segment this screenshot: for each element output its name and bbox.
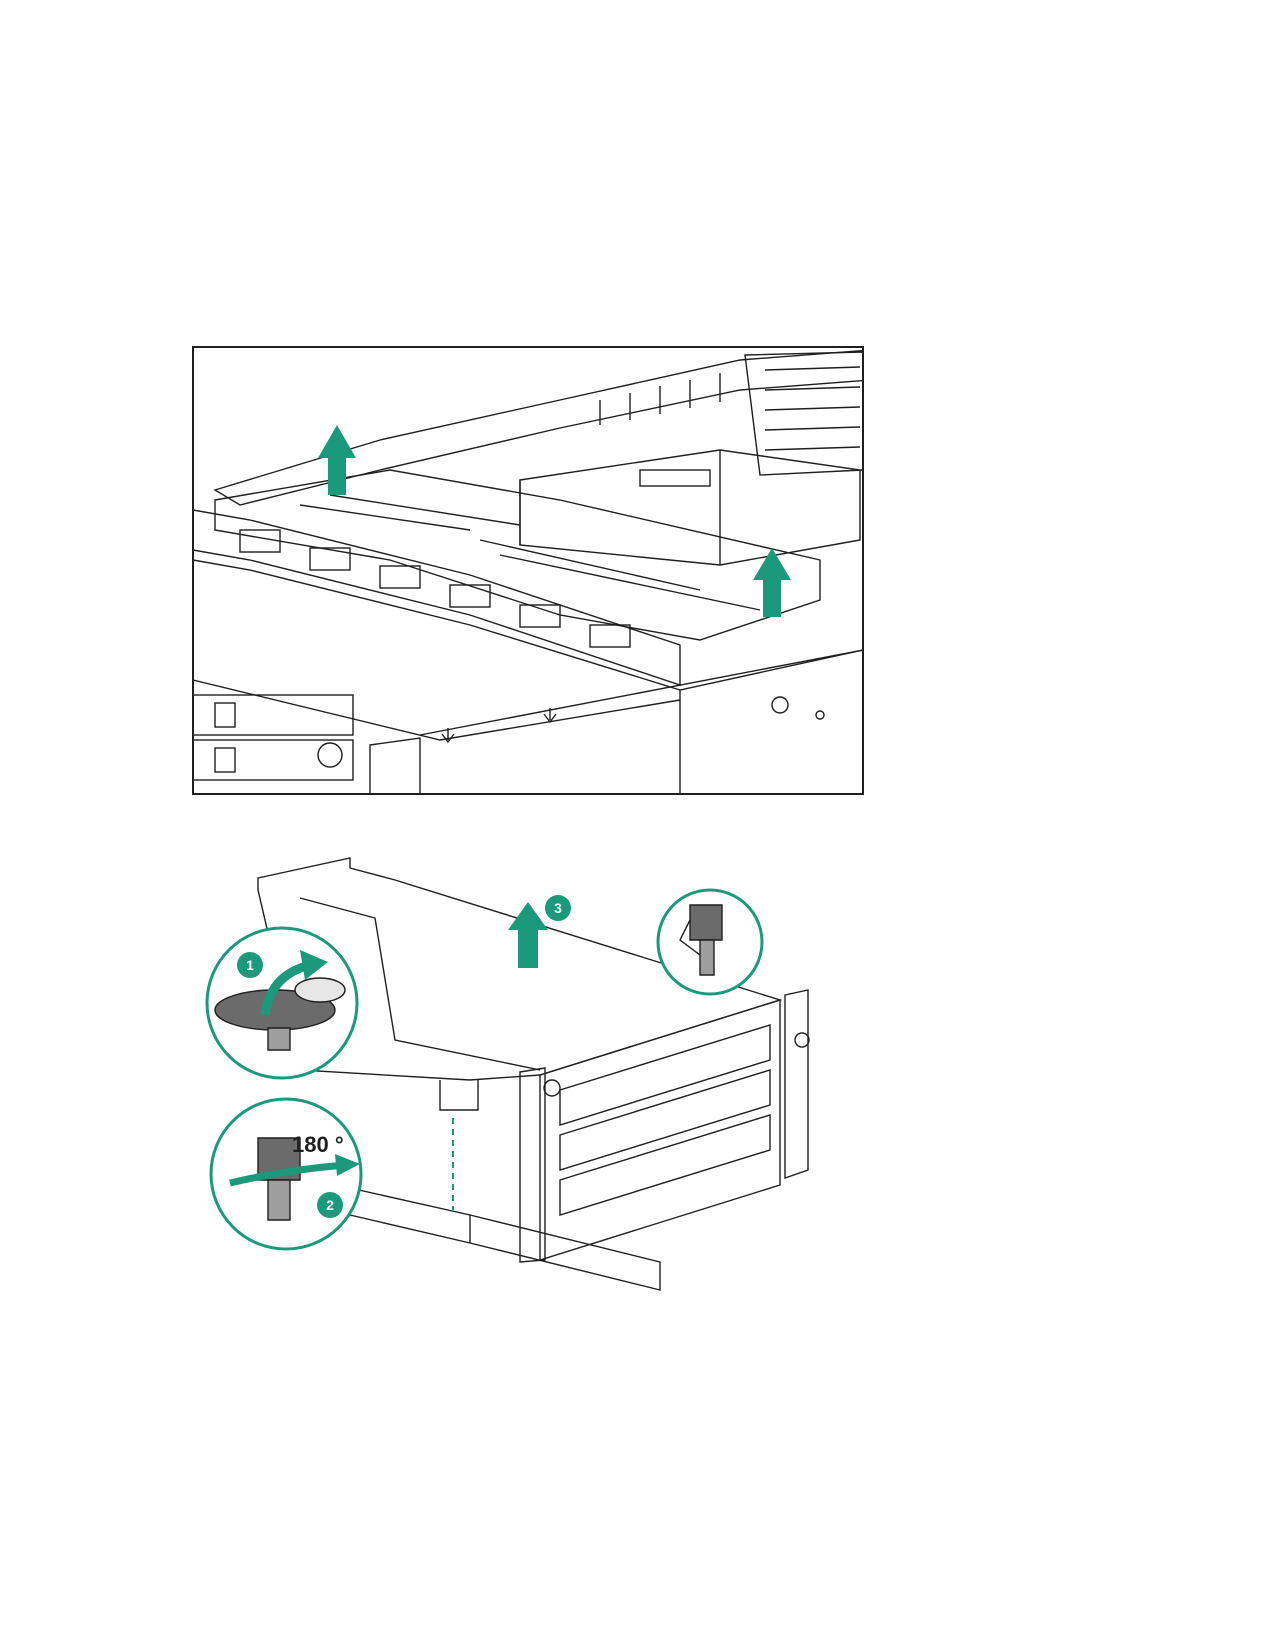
- callout-3: 3: [545, 895, 571, 921]
- chassis-ear: [369, 737, 421, 794]
- lift-arrow-icon: [508, 902, 548, 968]
- turn-arrow-icon: [229, 1154, 360, 1187]
- callout-1: 1: [237, 952, 263, 978]
- thumbscrew-detail-1: 1: [205, 926, 359, 1080]
- lift-arrow-icon: [318, 425, 356, 495]
- rotation-angle-label: 180 °: [292, 1132, 344, 1157]
- rotate-arrow-icon: [260, 950, 328, 1016]
- callout-3-label: 3: [554, 900, 562, 916]
- thumbscrew-detail-top: [656, 888, 764, 996]
- down-arrow-icon: [543, 708, 557, 724]
- lift-arrow-icon: [753, 548, 791, 617]
- chassis-floor: [193, 559, 863, 794]
- thumbscrew-detail-2: 180 ° 2: [209, 1097, 363, 1251]
- riser-front-panel: [539, 999, 781, 1261]
- front-drive-bays: [193, 694, 354, 781]
- callout-2: 2: [317, 1192, 343, 1218]
- callout-1-label: 1: [246, 957, 254, 973]
- down-arrow-icon: [441, 728, 455, 744]
- expansion-slot-covers: [559, 1024, 771, 1216]
- callout-2-label: 2: [326, 1197, 334, 1213]
- air-baffle: [214, 469, 821, 641]
- riser-slot: [349, 1187, 661, 1291]
- riser-bracket: [519, 1067, 546, 1263]
- figure-frame: [192, 346, 864, 795]
- fan-row: [239, 529, 631, 648]
- riser-cage: [744, 351, 863, 476]
